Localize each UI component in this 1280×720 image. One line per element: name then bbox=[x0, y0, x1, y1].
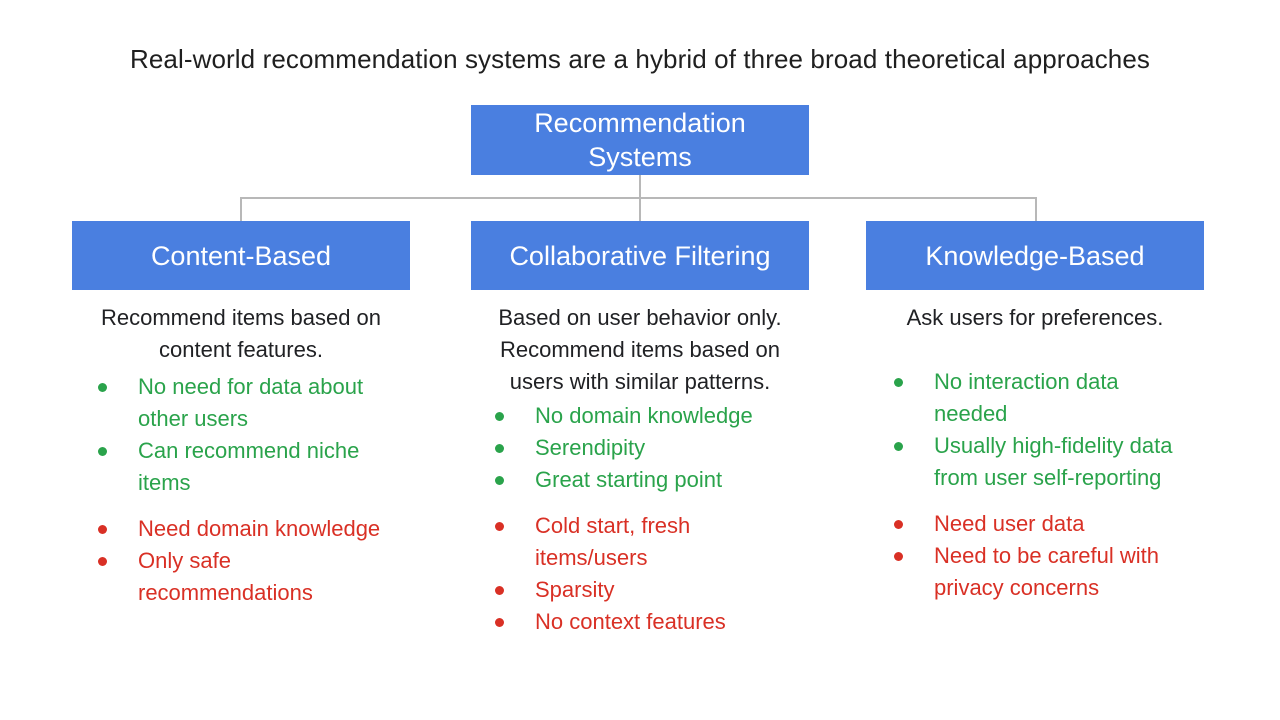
description-line: Ask users for preferences. bbox=[906, 305, 1164, 330]
pro-text: Can recommend niche items bbox=[138, 438, 360, 495]
root-node-line2: Systems bbox=[588, 142, 692, 172]
red-bullet-icon bbox=[495, 522, 504, 531]
con-item: Cold start, fresh items/users bbox=[489, 510, 729, 574]
content-based-cons: Need domain knowledge Only safe recommen… bbox=[92, 513, 432, 609]
red-bullet-icon bbox=[894, 520, 903, 529]
collaborative-filtering-description: Based on user behavior only. Recommend i… bbox=[471, 302, 809, 398]
con-text: Need to be careful with privacy concerns bbox=[934, 543, 1160, 600]
con-text: Cold start, fresh items/users bbox=[535, 513, 691, 570]
con-text: Need user data bbox=[934, 511, 1085, 536]
green-bullet-icon bbox=[98, 383, 107, 392]
pro-item: Can recommend niche items bbox=[92, 435, 412, 499]
pro-item: Usually high-fidelity data from user sel… bbox=[888, 430, 1208, 494]
con-item: No context features bbox=[489, 606, 855, 638]
pro-text: Usually high-fidelity data from user sel… bbox=[934, 433, 1173, 490]
con-text: Only safe recommendations bbox=[138, 548, 313, 605]
content-based-description: Recommend items based on content feature… bbox=[72, 302, 410, 366]
pro-item: Serendipity bbox=[489, 432, 819, 464]
green-bullet-icon bbox=[894, 378, 903, 387]
con-item: Need domain knowledge bbox=[92, 513, 432, 545]
collaborative-filtering-cons: Cold start, fresh items/users Sparsity N… bbox=[489, 510, 729, 638]
green-bullet-icon bbox=[98, 447, 107, 456]
red-bullet-icon bbox=[495, 618, 504, 627]
pro-item: No domain knowledge bbox=[489, 400, 819, 432]
knowledge-based-title: Knowledge-Based bbox=[925, 240, 1145, 271]
knowledge-based-cons: Need user data Need to be careful with p… bbox=[888, 508, 1208, 604]
con-text: No context features bbox=[535, 609, 726, 634]
green-bullet-icon bbox=[495, 476, 504, 485]
con-text: Need domain knowledge bbox=[138, 516, 381, 541]
knowledge-based-node: Knowledge-Based bbox=[866, 221, 1204, 290]
knowledge-based-pros: No interaction data needed Usually high-… bbox=[888, 366, 1208, 494]
pro-text: No interaction data needed bbox=[934, 369, 1119, 426]
description-line: Recommend items based on bbox=[499, 337, 781, 362]
collaborative-filtering-title: Collaborative Filtering bbox=[509, 240, 771, 271]
pro-item: No interaction data needed bbox=[888, 366, 1154, 430]
description-line: Recommend items based on bbox=[100, 305, 382, 330]
pro-text: Great starting point bbox=[535, 467, 723, 492]
content-based-node: Content-Based bbox=[72, 221, 410, 290]
pro-item: Great starting point bbox=[489, 464, 819, 496]
pro-text: No need for data about other users bbox=[138, 374, 364, 431]
con-item: Sparsity bbox=[489, 574, 729, 606]
con-item: Need user data bbox=[888, 508, 1208, 540]
green-bullet-icon bbox=[495, 444, 504, 453]
collaborative-filtering-pros: No domain knowledge Serendipity Great st… bbox=[489, 400, 819, 496]
con-item: Only safe recommendations bbox=[92, 545, 388, 609]
pro-item: No need for data about other users bbox=[92, 371, 412, 435]
knowledge-based-description: Ask users for preferences. bbox=[866, 302, 1204, 334]
slide-title: Real-world recommendation systems are a … bbox=[129, 44, 1151, 74]
green-bullet-icon bbox=[894, 442, 903, 451]
red-bullet-icon bbox=[894, 552, 903, 561]
root-node: Recommendation Systems bbox=[471, 105, 809, 175]
red-bullet-icon bbox=[98, 557, 107, 566]
con-item: Need to be careful with privacy concerns bbox=[888, 540, 1208, 604]
description-line: Based on user behavior only. bbox=[498, 305, 782, 330]
content-based-title: Content-Based bbox=[150, 240, 332, 271]
red-bullet-icon bbox=[98, 525, 107, 534]
pro-text: Serendipity bbox=[535, 435, 646, 460]
content-based-pros: No need for data about other users Can r… bbox=[92, 371, 412, 499]
root-node-line1: Recommendation bbox=[534, 108, 746, 138]
con-text: Sparsity bbox=[535, 577, 615, 602]
pro-text: No domain knowledge bbox=[535, 403, 753, 428]
description-line: content features. bbox=[159, 337, 323, 362]
description-line: users with similar patterns. bbox=[509, 369, 771, 394]
red-bullet-icon bbox=[495, 586, 504, 595]
collaborative-filtering-node: Collaborative Filtering bbox=[471, 221, 809, 290]
green-bullet-icon bbox=[495, 412, 504, 421]
